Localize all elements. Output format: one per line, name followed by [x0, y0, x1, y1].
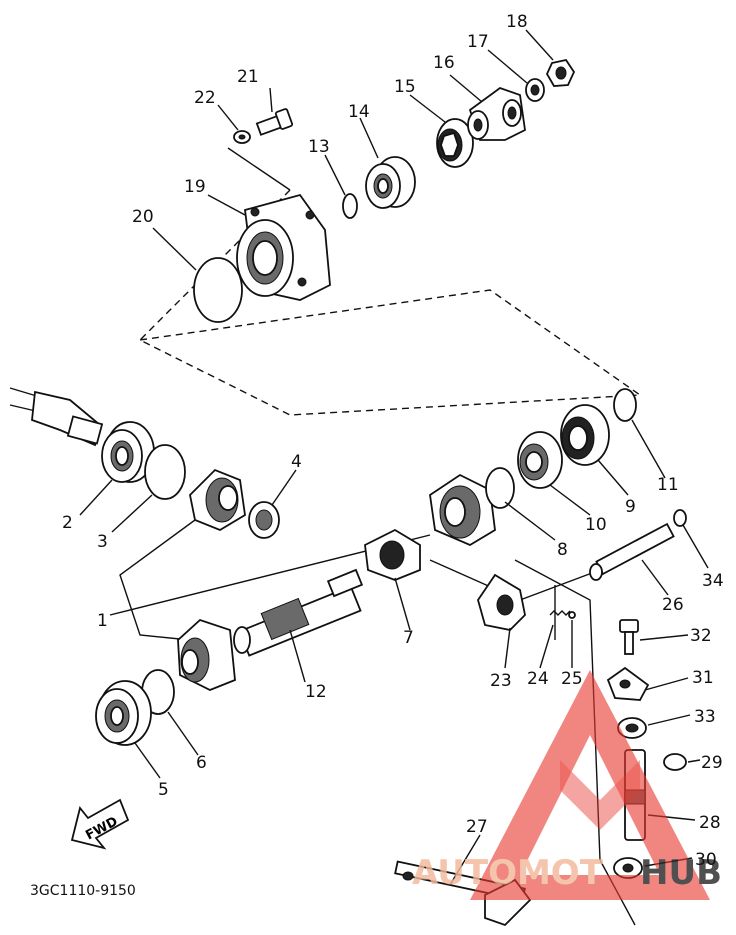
spring-24 — [549, 610, 571, 616]
collar-4 — [248, 501, 280, 539]
bolt-21 — [255, 108, 294, 136]
callout-33: 33 — [694, 707, 716, 727]
callout-18: 18 — [506, 12, 528, 32]
callout-27: 27 — [466, 817, 488, 837]
callout-23: 23 — [490, 671, 512, 691]
callout-7: 7 — [403, 628, 414, 648]
output-shaft — [9, 387, 104, 447]
callout-19: 19 — [184, 177, 206, 197]
o-ring-20 — [193, 257, 243, 323]
shim-8 — [485, 467, 515, 509]
callout-22: 22 — [194, 88, 216, 108]
washer-22 — [233, 130, 251, 144]
bevel-gear-lower — [177, 618, 236, 691]
watermark-text-right: HUB — [640, 853, 722, 893]
callout-31: 31 — [692, 668, 714, 688]
bearing-5 — [95, 680, 152, 746]
o-ring-34 — [673, 509, 687, 527]
nut-18 — [545, 58, 576, 87]
callout-17: 17 — [467, 32, 489, 52]
watermark-triangle-icon — [470, 670, 710, 900]
callout-26: 26 — [662, 595, 684, 615]
diagram-code: 3GC1110-9150 — [30, 883, 136, 899]
shim-3 — [144, 444, 186, 500]
callout-29: 29 — [701, 753, 723, 773]
callout-10: 10 — [585, 515, 607, 535]
fwd-arrow: FWD — [70, 798, 130, 850]
ball-25 — [568, 611, 576, 619]
callout-4: 4 — [291, 452, 302, 472]
callout-24: 24 — [527, 669, 549, 689]
callout-32: 32 — [690, 626, 712, 646]
nut-33 — [617, 717, 647, 739]
shift-shaft-26 — [589, 522, 675, 581]
callout-13: 13 — [308, 137, 330, 157]
gear-group-frame — [119, 519, 196, 641]
callout-15: 15 — [394, 77, 416, 97]
watermark-text-left: AUTOMOT — [412, 853, 604, 893]
callout-12: 12 — [305, 682, 327, 702]
callout-6: 6 — [196, 753, 207, 773]
bearing-housing-19 — [236, 193, 331, 301]
ring-gear — [429, 473, 496, 547]
dog-clutch-7 — [364, 528, 421, 581]
bearing-2 — [101, 421, 155, 483]
upper-group-frame — [138, 189, 643, 416]
bearing-14 — [365, 156, 416, 209]
callout-25: 25 — [561, 669, 583, 689]
callout-21: 21 — [237, 67, 259, 87]
callout-2: 2 — [62, 513, 73, 533]
yoke-16 — [467, 86, 526, 141]
callout-8: 8 — [557, 540, 568, 560]
washer-17 — [525, 78, 545, 102]
gear-shaft-12 — [233, 568, 364, 657]
shift-fork-23 — [477, 573, 526, 631]
callout-1: 1 — [97, 611, 108, 631]
watermark-logo: AUTOMOT HUB — [412, 670, 722, 900]
bearing-9 — [560, 404, 610, 466]
callout-28: 28 — [699, 813, 721, 833]
lever-31 — [606, 666, 650, 701]
bearing-10 — [517, 431, 563, 489]
callout-9: 9 — [625, 497, 636, 517]
callout-20: 20 — [132, 207, 154, 227]
callout-3: 3 — [97, 532, 108, 552]
bolt-32 — [619, 619, 639, 655]
callout-11: 11 — [657, 475, 679, 495]
bevel-gear-upper — [189, 468, 246, 532]
callout-16: 16 — [433, 53, 455, 73]
flange-15 — [436, 118, 474, 168]
clip-29 — [663, 753, 687, 771]
circlip-13 — [342, 193, 358, 219]
callout-5: 5 — [158, 780, 169, 800]
circlip-11 — [613, 388, 637, 422]
callout-34: 34 — [702, 571, 724, 591]
callout-30: 30 — [695, 850, 717, 870]
callout-14: 14 — [348, 102, 370, 122]
